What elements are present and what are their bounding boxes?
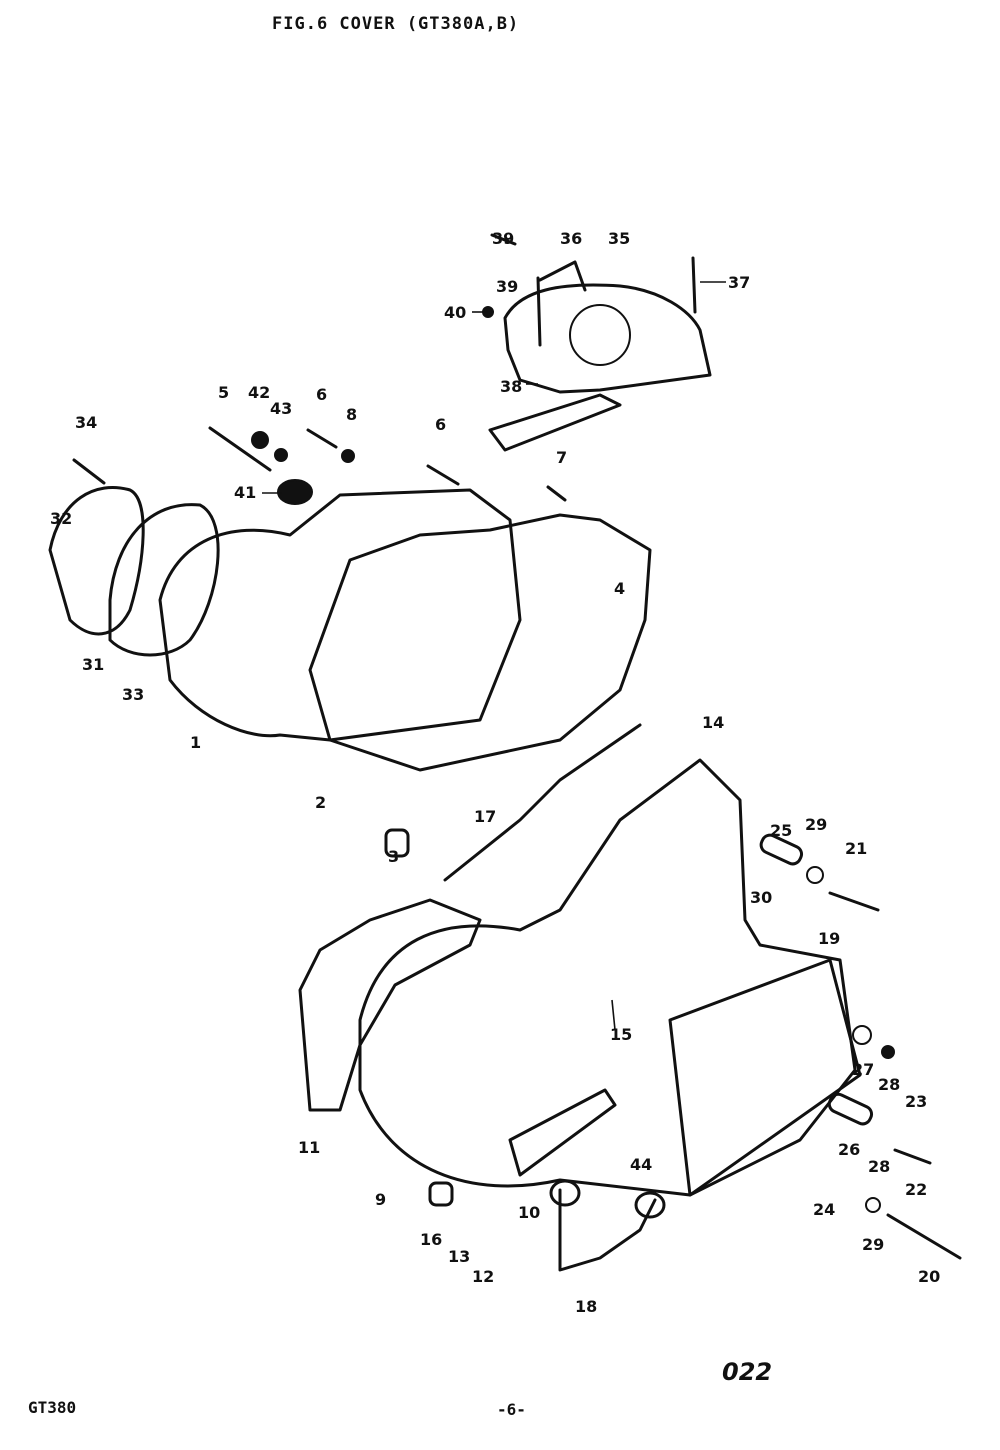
callout-24: 24 <box>813 1200 835 1219</box>
callout-1: 1 <box>190 733 201 752</box>
callout-19: 19 <box>818 929 840 948</box>
callout-28a: 28 <box>878 1075 900 1094</box>
part-crankcase-cover-left <box>48 479 522 742</box>
footer-model: GT380 <box>28 1398 77 1417</box>
part-cover-top <box>488 260 712 452</box>
callout-5: 5 <box>218 383 229 402</box>
callout-18: 18 <box>575 1297 597 1316</box>
callout-20: 20 <box>918 1267 940 1286</box>
callout-33: 33 <box>122 685 144 704</box>
callout-41: 41 <box>234 483 256 502</box>
callout-35: 35 <box>608 229 630 248</box>
callout-39a: 39 <box>492 229 514 248</box>
page-title: FIG.6 COVER (GT380A,B) <box>272 14 520 34</box>
callout-16: 16 <box>420 1230 442 1249</box>
callout-10: 10 <box>518 1203 540 1222</box>
callout-37: 37 <box>728 273 750 292</box>
callout-31: 31 <box>82 655 104 674</box>
part-gasket-left <box>308 513 652 772</box>
callout-9: 9 <box>375 1190 386 1209</box>
callout-32: 32 <box>50 509 72 528</box>
callout-4: 4 <box>614 579 625 598</box>
callout-12: 12 <box>472 1267 494 1286</box>
callout-27: 27 <box>852 1060 874 1079</box>
leader-lines <box>262 281 726 1031</box>
part-dowels-washers <box>384 828 895 1213</box>
callout-7: 7 <box>556 448 567 467</box>
callout-34: 34 <box>75 413 97 432</box>
callout-39b: 39 <box>496 277 518 296</box>
callout-21: 21 <box>845 839 867 858</box>
callout-13: 13 <box>448 1247 470 1266</box>
callout-40: 40 <box>444 303 466 322</box>
callout-22: 22 <box>905 1180 927 1199</box>
callout-43: 43 <box>270 399 292 418</box>
callout-8: 8 <box>346 405 357 424</box>
callout-2: 2 <box>315 793 326 812</box>
callout-36: 36 <box>560 229 582 248</box>
callout-28b: 28 <box>868 1157 890 1176</box>
callout-44: 44 <box>630 1155 652 1174</box>
part-crankcase-cover-right <box>358 758 862 1197</box>
callout-30: 30 <box>750 888 772 907</box>
footer-code: 022 <box>722 1358 773 1386</box>
callout-11: 11 <box>298 1138 320 1157</box>
callout-15: 15 <box>610 1025 632 1044</box>
callout-14: 14 <box>702 713 724 732</box>
callout-labels: 1 2 3 4 5 6 6 7 8 9 10 11 12 13 14 15 16… <box>50 229 940 1316</box>
part-gasket-right <box>298 898 482 1112</box>
callout-3: 3 <box>388 847 399 866</box>
callout-6a: 6 <box>316 385 327 404</box>
callout-25: 25 <box>770 821 792 840</box>
footer-page-number: -6- <box>497 1400 526 1419</box>
callout-42: 42 <box>248 383 270 402</box>
callout-29b: 29 <box>862 1235 884 1254</box>
callout-26: 26 <box>838 1140 860 1159</box>
part-bolts <box>72 233 962 1260</box>
part-pipes <box>443 723 666 1272</box>
callout-38: 38 <box>500 377 522 396</box>
callout-6b: 6 <box>435 415 446 434</box>
callout-17: 17 <box>474 807 496 826</box>
callout-29a: 29 <box>805 815 827 834</box>
callout-23: 23 <box>905 1092 927 1111</box>
